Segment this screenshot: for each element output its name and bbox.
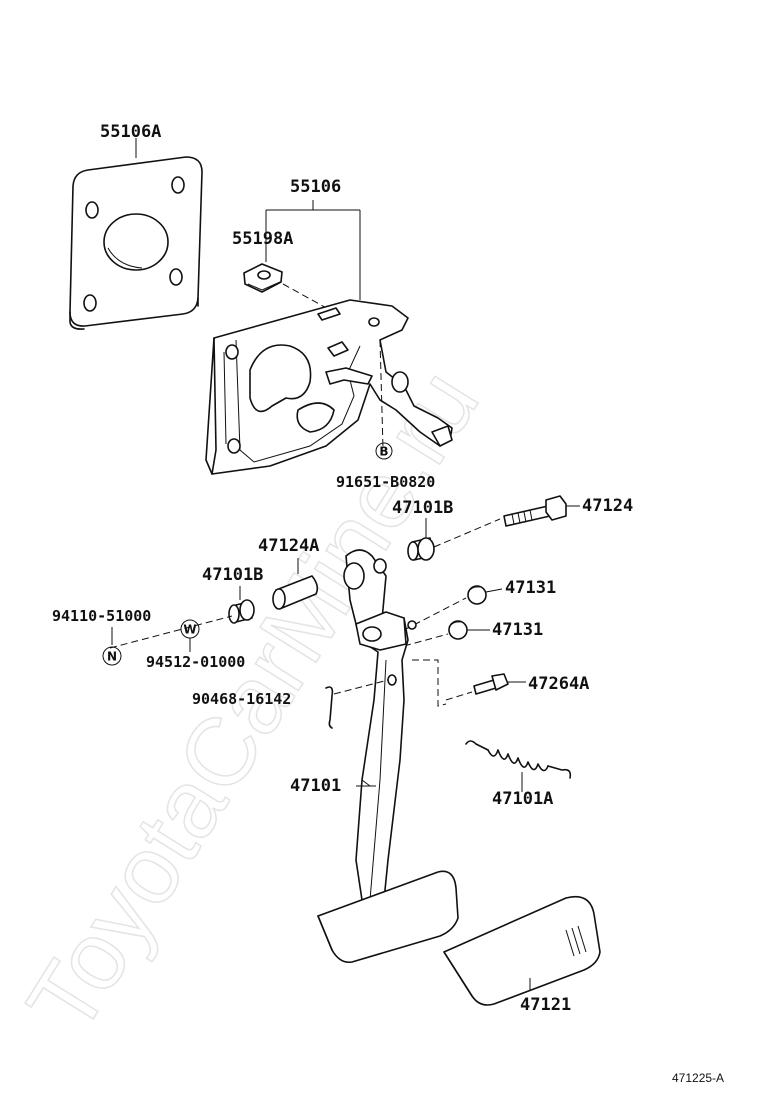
label-55106a: 55106A xyxy=(100,122,161,142)
label-47101b-left: 47101B xyxy=(202,565,263,585)
stopper-47131-bot xyxy=(448,620,468,640)
label-47131-bot: 47131 xyxy=(492,620,543,640)
bolt-47264a xyxy=(473,673,509,695)
label-47124: 47124 xyxy=(582,496,633,516)
label-55198a: 55198A xyxy=(232,229,293,249)
marker-w-text: W xyxy=(183,623,196,637)
collar-47124a xyxy=(272,575,319,610)
label-47101: 47101 xyxy=(290,776,341,796)
marker-b xyxy=(375,442,393,460)
label-47131-top: 47131 xyxy=(505,578,556,598)
bolt-47124 xyxy=(503,495,567,527)
spring-47101a xyxy=(465,740,572,779)
label-47264a: 47264A xyxy=(528,674,589,694)
label-91651: 91651-B0820 xyxy=(336,473,435,491)
figure-code: 471225-A xyxy=(672,1071,724,1085)
label-47121: 47121 xyxy=(520,995,571,1015)
bracket-55106 xyxy=(205,299,453,475)
pedal-arm-47101 xyxy=(317,549,459,964)
stopper-47131-top xyxy=(467,585,487,605)
label-47124a: 47124A xyxy=(258,536,319,556)
label-90468: 90468-16142 xyxy=(192,690,291,708)
pedal-pad-47121 xyxy=(443,895,601,1006)
clip-90468 xyxy=(325,686,334,729)
label-47101b-top: 47101B xyxy=(392,498,453,518)
plate-55106a xyxy=(69,156,203,330)
marker-n xyxy=(102,646,122,666)
label-55106: 55106 xyxy=(290,177,341,197)
bushing-47101b-top xyxy=(407,537,435,561)
marker-b-text: B xyxy=(379,445,388,459)
bushing-47101b-left xyxy=(228,599,255,624)
label-47101a: 47101A xyxy=(492,789,553,809)
label-94110: 94110-51000 xyxy=(52,607,151,625)
marker-n-text: N xyxy=(107,650,117,664)
label-94512: 94512-01000 xyxy=(146,653,245,671)
nut-55198a xyxy=(243,263,283,293)
